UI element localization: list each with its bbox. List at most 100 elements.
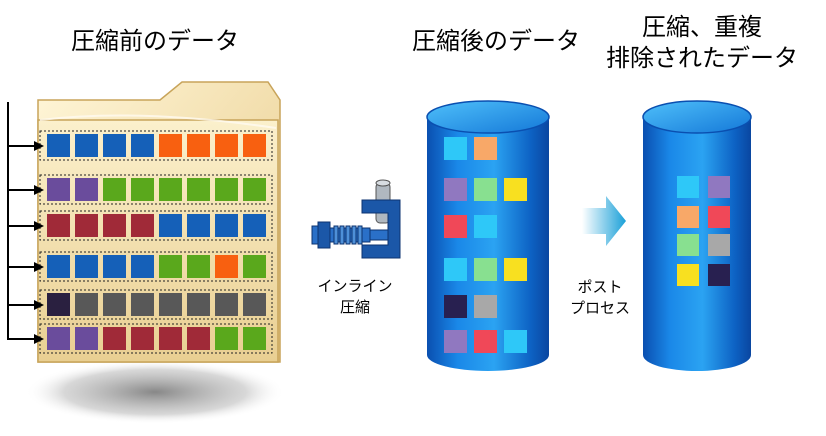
data-block (47, 178, 70, 201)
data-block (187, 214, 210, 237)
data-block (159, 327, 182, 350)
data-block (159, 178, 182, 201)
compressed-block (444, 258, 467, 281)
deduped-block (708, 234, 730, 256)
compressed-block (444, 137, 467, 160)
row-arrowhead (34, 221, 44, 231)
row-arrowhead (34, 141, 44, 151)
heading-after-dedupe-line2: 排除されたデータ (606, 44, 798, 72)
data-block (215, 327, 238, 350)
compressed-block (474, 215, 497, 238)
data-block (159, 293, 182, 316)
data-block (131, 327, 154, 350)
compressed-block (474, 137, 497, 160)
compressed-block (474, 295, 497, 318)
data-block (187, 327, 210, 350)
data-block (47, 214, 70, 237)
row-outline (39, 289, 273, 320)
compressed-block (444, 215, 467, 238)
data-block (75, 214, 98, 237)
deduped-block (677, 234, 699, 256)
data-block (103, 327, 126, 350)
compressed-block (444, 330, 467, 353)
data-block (47, 293, 70, 316)
compressed-block (474, 178, 497, 201)
data-block (187, 293, 210, 316)
data-block (131, 293, 154, 316)
data-block (75, 255, 98, 278)
heading-after-dedupe-line1: 圧縮、重複 (642, 13, 762, 41)
data-block (75, 327, 98, 350)
data-block (215, 178, 238, 201)
heading-before-compression: 圧縮前のデータ (71, 27, 239, 55)
data-block (215, 134, 238, 157)
deduped-block (708, 206, 730, 228)
row-outline (39, 323, 273, 354)
caption-post-line2: プロセス (569, 299, 630, 317)
deduped-block (708, 176, 730, 198)
folder-shadow (25, 360, 285, 424)
data-block (75, 178, 98, 201)
compression-machine-icon (311, 179, 401, 259)
data-block (47, 134, 70, 157)
data-block (131, 214, 154, 237)
row-arrowhead (34, 300, 44, 310)
data-block (103, 178, 126, 201)
compressed-block (504, 258, 527, 281)
row-outline (39, 210, 273, 241)
deduped-data-cylinder (642, 100, 752, 371)
data-row (8, 130, 273, 161)
data-row (8, 289, 273, 320)
data-block (243, 255, 266, 278)
row-arrowhead (34, 185, 44, 195)
data-block (243, 214, 266, 237)
data-block (103, 214, 126, 237)
compressed-block (474, 330, 497, 353)
deduped-block (677, 206, 699, 228)
data-block (159, 134, 182, 157)
data-block (159, 255, 182, 278)
deduped-block (708, 264, 730, 286)
data-row (8, 323, 273, 354)
data-block (243, 293, 266, 316)
caption-post-line1: ポスト (577, 278, 623, 296)
data-block (47, 255, 70, 278)
row-outline (39, 251, 273, 282)
deduped-block (677, 264, 699, 286)
data-block (103, 134, 126, 157)
data-block (103, 255, 126, 278)
deduped-block (677, 176, 699, 198)
data-block (75, 134, 98, 157)
data-block (47, 327, 70, 350)
caption-inline-line2: 圧縮 (339, 298, 370, 316)
compressed-block (474, 258, 497, 281)
compressed-block (504, 178, 527, 201)
caption-inline-line1: インライン (317, 277, 393, 295)
data-row (8, 210, 273, 241)
data-block (215, 255, 238, 278)
row-outline (39, 174, 273, 205)
data-block (159, 214, 182, 237)
data-block (187, 255, 210, 278)
compressed-block (444, 178, 467, 201)
data-block (243, 134, 266, 157)
row-arrowhead (34, 262, 44, 272)
data-block (243, 178, 266, 201)
data-block (215, 214, 238, 237)
data-block (243, 327, 266, 350)
data-row (8, 251, 273, 282)
data-block (75, 293, 98, 316)
heading-after-compression: 圧縮後のデータ (412, 27, 580, 55)
data-block (187, 134, 210, 157)
compressed-data-cylinder (426, 100, 550, 371)
data-block (131, 134, 154, 157)
post-process-arrow (582, 196, 626, 246)
data-block (215, 293, 238, 316)
data-block (103, 293, 126, 316)
data-block (131, 255, 154, 278)
data-block (187, 178, 210, 201)
data-block (131, 178, 154, 201)
row-outline (39, 130, 273, 161)
data-row (8, 174, 273, 205)
